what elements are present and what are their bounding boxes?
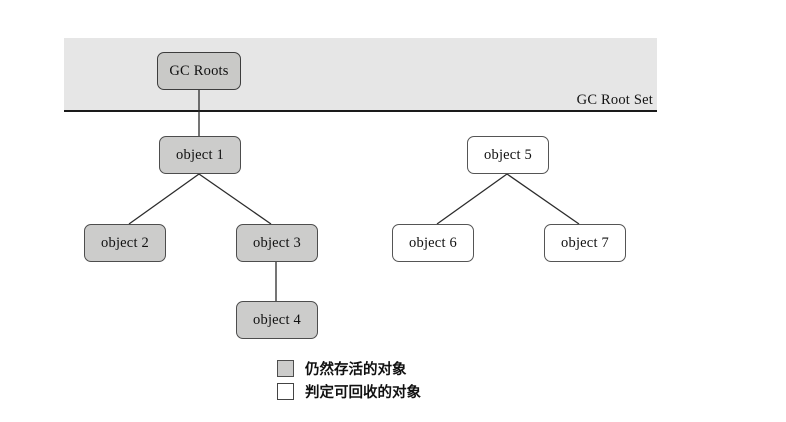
node-object-6[interactable]: object 6: [392, 224, 474, 262]
gc-root-set-band: GC Root Set: [64, 38, 657, 112]
edge-object1-object3: [198, 173, 272, 225]
node-object-2[interactable]: object 2: [84, 224, 166, 262]
edge-object1-object2: [128, 173, 200, 225]
node-object-6-label: object 6: [409, 234, 457, 251]
gc-root-set-label: GC Root Set: [576, 92, 653, 108]
node-gc-roots[interactable]: GC Roots: [157, 52, 241, 90]
legend-label-dead: 判定可回收的对象: [305, 385, 421, 401]
node-object-3[interactable]: object 3: [236, 224, 318, 262]
node-object-3-label: object 3: [253, 234, 301, 251]
node-object-4-label: object 4: [253, 311, 301, 328]
legend-row-dead: 判定可回收的对象: [277, 380, 487, 403]
node-object-5[interactable]: object 5: [467, 136, 549, 174]
node-object-1[interactable]: object 1: [159, 136, 241, 174]
node-object-4[interactable]: object 4: [236, 301, 318, 339]
edge-object5-object6: [436, 173, 508, 225]
legend-label-live: 仍然存活的对象: [305, 362, 407, 378]
legend-swatch-dead-icon: [277, 383, 294, 400]
node-object-2-label: object 2: [101, 234, 149, 251]
edge-object5-object7: [506, 173, 580, 225]
node-object-5-label: object 5: [484, 146, 532, 163]
legend: 仍然存活的对象 判定可回收的对象: [277, 357, 487, 403]
node-object-1-label: object 1: [176, 146, 224, 163]
node-object-7[interactable]: object 7: [544, 224, 626, 262]
legend-row-live: 仍然存活的对象: [277, 357, 487, 380]
node-gc-roots-label: GC Roots: [169, 62, 229, 79]
legend-swatch-live-icon: [277, 360, 294, 377]
node-object-7-label: object 7: [561, 234, 609, 251]
